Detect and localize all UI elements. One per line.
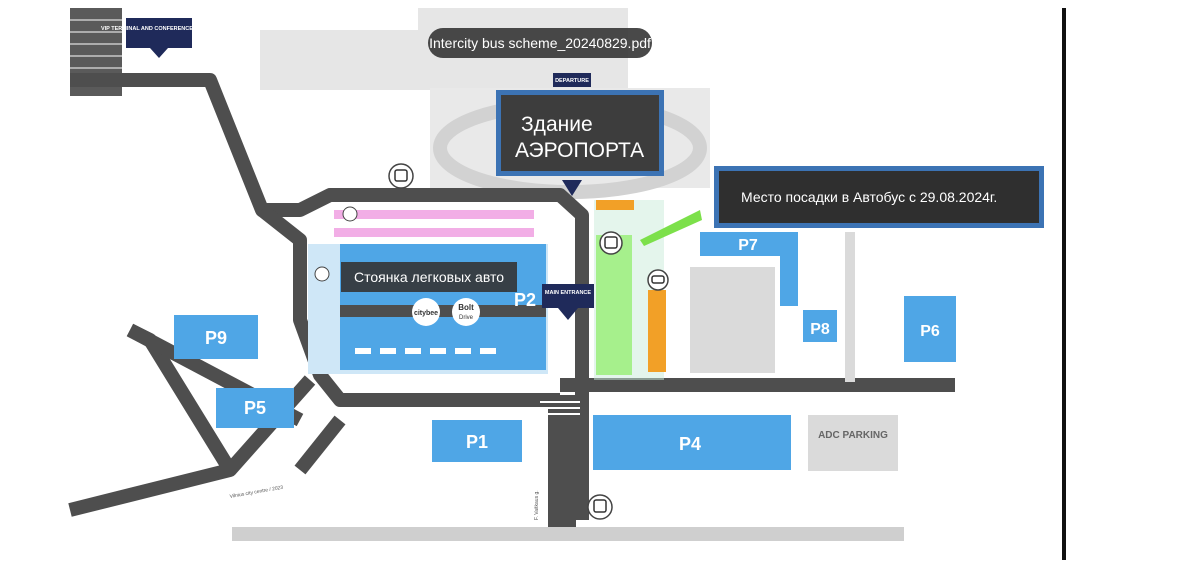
p8-lot — [803, 310, 837, 342]
p8-label: P8 — [810, 321, 830, 338]
adc-parking-lot — [808, 415, 898, 471]
accessible-icon — [342, 206, 358, 222]
orange-strip-side — [648, 290, 666, 372]
bolt-label: Bolt — [458, 303, 474, 312]
railway — [232, 527, 904, 541]
p1-label: P1 — [466, 432, 488, 452]
airport-building-callout: Здание АЭРОПОРТА — [496, 90, 664, 176]
accessible-icon — [314, 266, 330, 282]
side-path — [845, 232, 855, 382]
p5-label: P5 — [244, 398, 266, 418]
p4-label: P4 — [679, 434, 701, 454]
main-entrance-pin — [542, 284, 594, 308]
main-entrance-pin-tip — [558, 308, 578, 320]
p1-lot — [432, 420, 522, 462]
street-label: F. Vaitkaus g. — [534, 490, 540, 520]
grey-block — [690, 267, 775, 373]
airport-callout-line2: АЭРОПОРТА — [515, 139, 645, 162]
p2-label: P2 — [514, 290, 536, 310]
main-entrance-label: MAIN ENTRANCE — [545, 290, 591, 296]
bus-icon — [599, 231, 623, 255]
boarding-arrow-icon — [640, 210, 702, 246]
p7-label: P7 — [738, 237, 758, 254]
vip-pin-tip — [150, 48, 168, 58]
pink-lane-1 — [334, 210, 534, 219]
street-label: Vilnius city centre / 2023 — [229, 485, 284, 500]
p9-lot — [174, 315, 258, 359]
p5-lot — [216, 388, 294, 428]
train-icon — [587, 494, 613, 520]
adc-parking-label: ADC PARKING — [818, 430, 888, 441]
terminal-building-shape — [260, 30, 430, 90]
citybee-label: citybee — [414, 310, 438, 317]
pink-lane-2 — [334, 228, 534, 237]
p2-parking-marks — [355, 348, 496, 354]
bolt-drive-label: Drive — [459, 315, 474, 321]
bus-boarding-zone — [596, 235, 632, 375]
p6-label: P6 — [920, 323, 940, 340]
departure-arrow-icon — [562, 180, 582, 196]
p4-lot — [593, 415, 791, 470]
vip-pin-label: VIP TERMINAL AND CONFERENCE CENTRE — [101, 26, 217, 32]
car-parking-callout: Стоянка легковых авто — [341, 262, 517, 292]
orange-strip-top — [596, 200, 634, 210]
page-divider — [1062, 8, 1066, 560]
bus-boarding-callout: Место посадки в Автобус с 29.08.2024г. — [714, 166, 1044, 228]
departure-pin — [553, 73, 591, 87]
road-vertical — [548, 395, 576, 530]
departure-pin-label: DEPARTURE — [555, 78, 589, 84]
taxi-icon — [647, 269, 669, 291]
citybee-logo — [412, 298, 440, 326]
bus-icon — [388, 163, 414, 189]
vip-pin — [126, 18, 192, 48]
p7-lot — [700, 232, 798, 256]
p6-lot — [904, 296, 956, 362]
bolt-logo — [452, 298, 480, 326]
p2-aisle — [340, 305, 546, 317]
document-filename: Intercity bus scheme_20240829.pdf — [428, 28, 652, 58]
p9-label: P9 — [205, 328, 227, 348]
p8-connector — [780, 256, 798, 306]
airport-callout-line1: Здание — [521, 113, 593, 136]
